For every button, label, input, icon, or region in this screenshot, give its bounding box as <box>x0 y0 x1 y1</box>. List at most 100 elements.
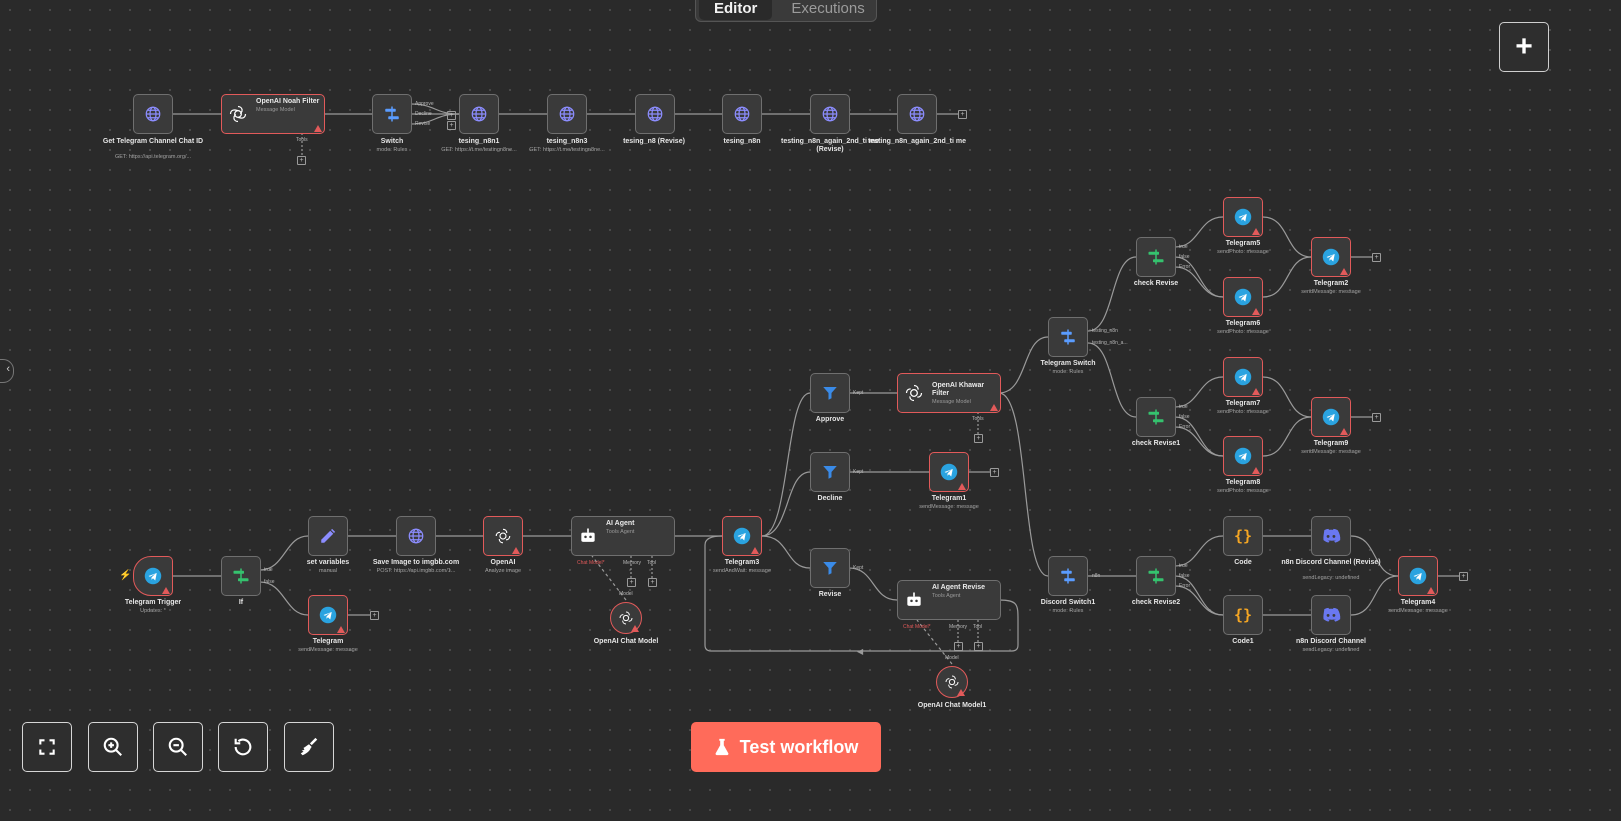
add-node-button[interactable]: + <box>1499 22 1549 72</box>
node-label: Telegram Switch <box>1040 360 1096 367</box>
node-save-image[interactable] <box>396 516 436 556</box>
handle-label-true: true <box>1179 244 1188 250</box>
add-node-after-button[interactable]: + <box>1372 253 1381 262</box>
node-ai-agent[interactable]: AI Agent Tools Agent <box>571 516 675 556</box>
node-code1[interactable]: {} <box>1223 595 1263 635</box>
node-ai-agent-revise[interactable]: AI Agent Revise Tools Agent <box>897 580 1001 620</box>
node-tesing-n8n1[interactable] <box>459 94 499 134</box>
node-label: n8n Discord Channel <box>1295 638 1366 645</box>
node-tesing-n8-revise[interactable] <box>635 94 675 134</box>
add-node-after-button[interactable]: + <box>958 110 967 119</box>
add-node-after-button[interactable]: + <box>1459 572 1468 581</box>
node-telegram-switch[interactable] <box>1048 317 1088 357</box>
node-telegram-trigger[interactable] <box>133 556 173 596</box>
node-check-revise1[interactable] <box>1136 397 1176 437</box>
robot-icon <box>904 590 924 615</box>
add-tool-button[interactable]: + <box>974 434 983 443</box>
node-discord-switch1[interactable] <box>1048 556 1088 596</box>
node-telegram3[interactable] <box>722 516 762 556</box>
node-telegram6[interactable] <box>1223 277 1263 317</box>
node-label: Approve <box>815 416 845 423</box>
node-sublabel: sendMessage: message <box>919 504 979 510</box>
warning-icon <box>958 483 966 490</box>
edge-telegram3-revise <box>761 535 811 569</box>
node-code[interactable]: {} <box>1223 516 1263 556</box>
node-decline[interactable] <box>810 452 850 492</box>
node-telegram5[interactable] <box>1223 197 1263 237</box>
add-tool-button[interactable]: + <box>297 156 306 165</box>
globe-icon <box>909 106 925 122</box>
add-node-after-button[interactable]: + <box>990 468 999 477</box>
globe-icon <box>145 106 161 122</box>
node-openai[interactable] <box>483 516 523 556</box>
node-label: Telegram8 <box>1225 479 1261 486</box>
node-openai-khawar-filter[interactable]: OpenAI Khawar Filter Message Model <box>897 373 1001 413</box>
node-telegram2[interactable] <box>1311 237 1351 277</box>
node-sublabel: sendMessage: message <box>1301 449 1361 455</box>
reset-icon <box>234 738 252 756</box>
node-label: testing_n8n_again_2nd_ti me <box>867 138 967 145</box>
node-sublabel: mode: Rules <box>376 147 408 153</box>
node-title: AI Agent <box>606 520 635 527</box>
code-braces-icon: {} <box>1233 527 1253 545</box>
node-approve[interactable] <box>810 373 850 413</box>
node-set-variables[interactable] <box>308 516 348 556</box>
node-tesing-n8n3[interactable] <box>547 94 587 134</box>
handle-label-kept: Kept <box>853 390 864 396</box>
add-node-after-button[interactable]: + <box>1372 413 1381 422</box>
warning-icon <box>314 125 322 132</box>
add-memory-button[interactable]: + <box>954 642 963 651</box>
node-discord-revise[interactable] <box>1311 516 1351 556</box>
add-output-button[interactable]: + <box>447 111 456 120</box>
node-discord[interactable] <box>1311 595 1351 635</box>
node-if[interactable] <box>221 556 261 596</box>
node-telegram1[interactable] <box>929 452 969 492</box>
test-workflow-button[interactable]: Test workflow <box>691 722 881 772</box>
node-openai-chat-model[interactable] <box>610 602 642 634</box>
edge-discordrevise-telegram4 <box>1350 535 1399 577</box>
globe-icon <box>408 528 424 544</box>
add-tool-button[interactable]: + <box>648 578 657 587</box>
add-memory-button[interactable]: + <box>627 578 636 587</box>
node-revise[interactable] <box>810 548 850 588</box>
warning-icon <box>337 626 345 633</box>
node-openai-noah-filter[interactable]: OpenAI Noah Filter Message Model <box>221 94 325 134</box>
filter-icon <box>823 387 837 400</box>
node-telegram4[interactable] <box>1398 556 1438 596</box>
node-telegram9[interactable] <box>1311 397 1351 437</box>
reset-zoom-button[interactable] <box>218 722 268 772</box>
node-sublabel: GET: https://t.me/testingn8ne... <box>529 147 605 153</box>
node-telegram[interactable] <box>308 595 348 635</box>
node-openai-chat-model1[interactable] <box>936 666 968 698</box>
node-get-chat-id[interactable] <box>133 94 173 134</box>
tidy-up-button[interactable] <box>284 722 334 772</box>
zoom-out-button[interactable] <box>153 722 203 772</box>
handle-label-false: false <box>264 579 275 585</box>
openai-icon <box>904 383 924 408</box>
tab-editor[interactable]: Editor <box>699 0 773 20</box>
switch-icon <box>1061 568 1075 584</box>
add-output-button[interactable]: + <box>447 121 456 130</box>
openai-icon <box>945 675 959 689</box>
zoom-in-button[interactable] <box>88 722 138 772</box>
handle-label-error: Error <box>1179 424 1191 430</box>
add-tool-button[interactable]: + <box>974 642 983 651</box>
node-telegram8[interactable] <box>1223 436 1263 476</box>
robot-icon <box>578 526 598 551</box>
node-subtitle: Tools Agent <box>932 593 961 599</box>
warning-icon <box>957 689 965 696</box>
add-node-after-button[interactable]: + <box>370 611 379 620</box>
tab-executions[interactable]: Executions <box>791 0 865 17</box>
node-tesing-n8n[interactable] <box>722 94 762 134</box>
node-switch[interactable] <box>372 94 412 134</box>
node-label: Telegram1 <box>931 495 967 502</box>
node-testing-again-revise[interactable] <box>810 94 850 134</box>
node-telegram7[interactable] <box>1223 357 1263 397</box>
telegram-icon <box>1234 208 1252 226</box>
node-check-revise2[interactable] <box>1136 556 1176 596</box>
node-check-revise[interactable] <box>1136 237 1176 277</box>
zoom-to-fit-button[interactable] <box>22 722 72 772</box>
edge-telegram3-decline <box>761 471 811 537</box>
node-testing-again[interactable] <box>897 94 937 134</box>
